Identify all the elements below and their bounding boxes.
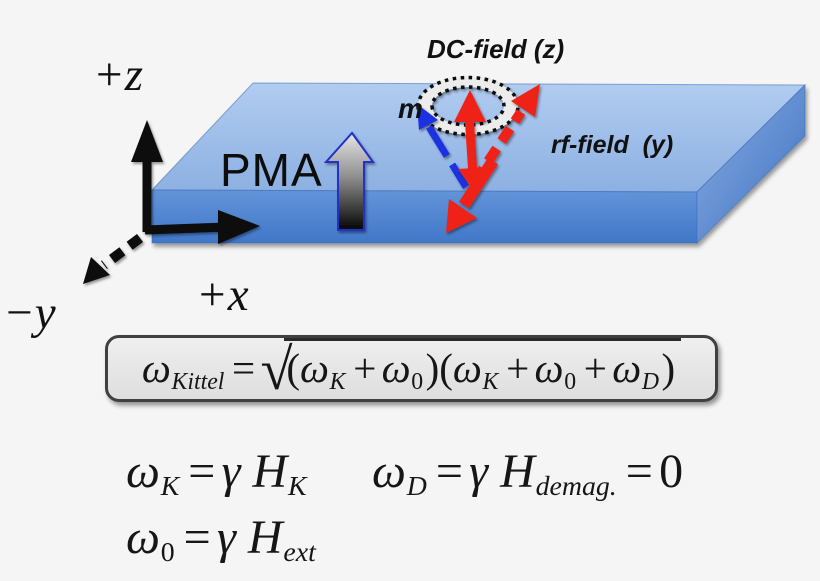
coordinate-axes: [83, 120, 260, 284]
y-axis-shaft-dashed: [101, 234, 143, 269]
field-arrows: [446, 84, 540, 233]
kittel-equation-box: ωKittel=√(ωK+ω0)(ωK+ω0+ωD): [105, 335, 718, 402]
slab-right-face: [696, 83, 806, 245]
axis-label-z: +z: [93, 49, 144, 101]
pma-label: PMA: [220, 144, 323, 196]
axis-label-x: +x: [196, 269, 249, 321]
rf-field-label: rf-field (y): [551, 131, 674, 159]
magnetization-arrowhead: [417, 104, 438, 130]
pma-block-arrow: [323, 131, 375, 231]
z-axis-arrowhead: [131, 120, 163, 162]
magnetization-arrow: [417, 104, 469, 189]
x-axis-arrowhead: [218, 210, 260, 244]
dc-field-arrow-shaft: [464, 113, 478, 177]
rf-field-arrowhead-down: [446, 199, 477, 233]
dc-field-label: DC-field (z): [427, 34, 565, 64]
magnetization-arrow-shaft: [426, 125, 469, 189]
rf-field-arrow-solid-shaft: [458, 157, 499, 209]
x-axis-shaft: [144, 222, 227, 235]
y-axis-arrowhead: [83, 257, 110, 284]
kittel-equation: ωKittel=√(ωK+ω0)(ωK+ω0+ωD): [142, 337, 682, 399]
dc-field-arrowhead-up: [454, 90, 486, 122]
precession-ring: [416, 75, 520, 137]
rf-field-arrowhead-up: [511, 84, 540, 117]
axis-label-neg-y: −y: [3, 287, 56, 339]
magnetization-label: m: [398, 93, 423, 124]
